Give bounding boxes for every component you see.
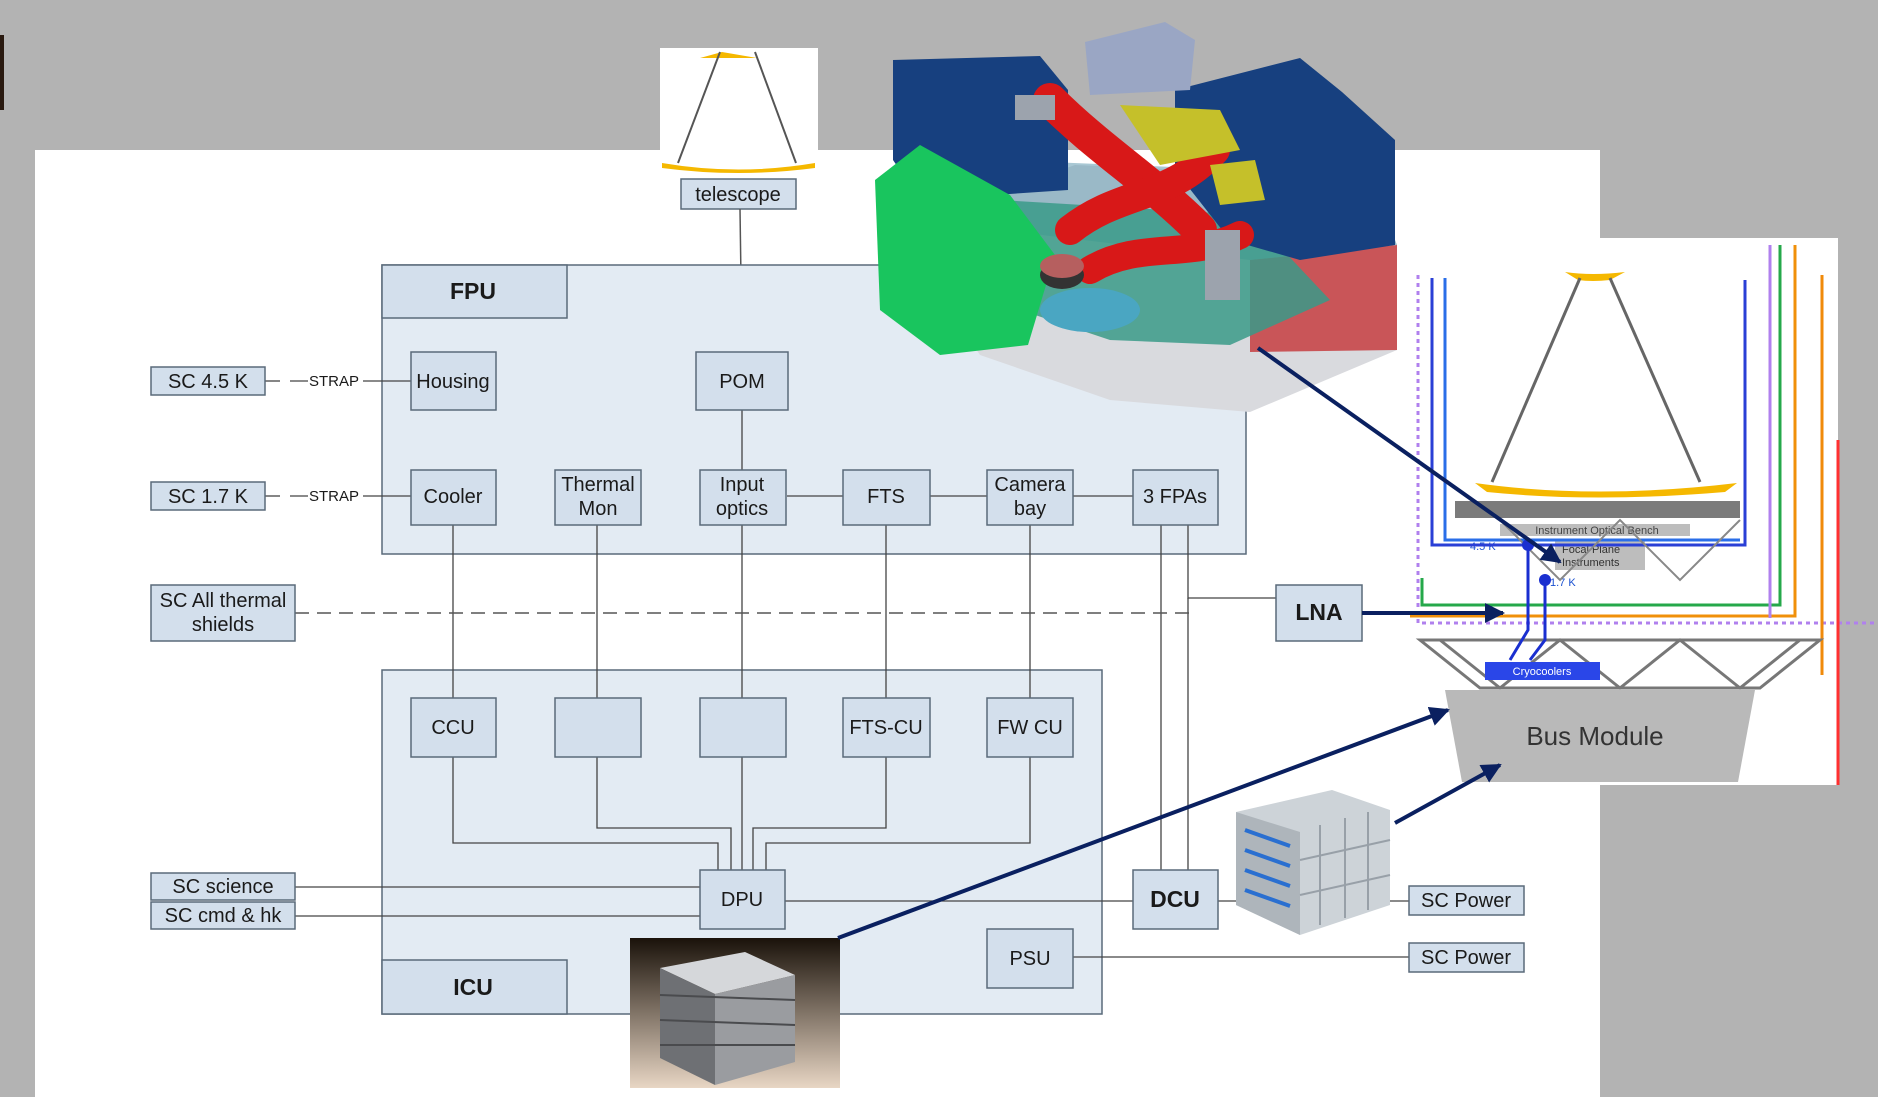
fw-cu-label: FW CU (997, 717, 1063, 739)
lna-box: LNA (1275, 584, 1363, 642)
telescope-icon (660, 48, 818, 173)
lna-label: LNA (1295, 599, 1342, 625)
fts-box: FTS (842, 469, 931, 526)
fts-cu-label: FTS-CU (849, 717, 922, 739)
inset-fpi-label-2: Instruments (1562, 557, 1620, 569)
sc-thermal-label-2: shields (192, 614, 254, 636)
camera-bay-label-1: Camera (994, 474, 1066, 496)
housing-box: Housing (410, 351, 497, 411)
sc-power-label-2: SC Power (1421, 947, 1511, 969)
instrument-3d-render (875, 22, 1397, 412)
psu-box: PSU (986, 928, 1074, 989)
sc-45k-label: SC 4.5 K (168, 371, 249, 393)
sc-science-label: SC science (172, 876, 273, 898)
inset-bus-label: Bus Module (1526, 721, 1663, 751)
sc-thermal-shields-box: SC All thermal shields (150, 584, 296, 642)
thermal-mon-label-2: Mon (579, 498, 618, 520)
cooler-box: Cooler (410, 469, 497, 526)
sc-cmd-label: SC cmd & hk (165, 905, 283, 927)
strap-label-1: STRAP (309, 373, 359, 390)
icu-title-box (381, 959, 568, 1015)
connector-lines (265, 380, 1409, 958)
cooler-label: Cooler (424, 486, 483, 508)
dpu-box: DPU (699, 869, 786, 930)
sc-17k-box: SC 1.7 K (150, 481, 266, 511)
inset-17k-label: 1.7 K (1550, 577, 1576, 589)
sc-science-box: SC science (150, 872, 296, 901)
fts-cu-box: FTS-CU (842, 697, 931, 758)
telescope-label: telescope (695, 184, 781, 206)
inset-cryo-label: Cryocoolers (1513, 666, 1572, 678)
ccu-box: CCU (410, 697, 497, 758)
strap-label-2: STRAP (309, 488, 359, 505)
fw-cu-box: FW CU (986, 697, 1074, 758)
sc-power-box-1: SC Power (1408, 885, 1525, 916)
thermal-mon-box: Thermal Mon (554, 469, 642, 526)
telescope-box (680, 178, 797, 210)
input-optics-box: Input optics (699, 469, 787, 526)
pom-label: POM (719, 371, 765, 393)
sc-45k-box: SC 4.5 K (150, 366, 266, 396)
dpu-label: DPU (721, 889, 763, 911)
sc-cmd-box: SC cmd & hk (150, 901, 296, 930)
spacecraft-schematic-inset: Instrument Optical Bench Focal Plane Ins… (1410, 238, 1878, 785)
camera-bay-box: Camera bay (986, 469, 1074, 526)
fpu-label: FPU (450, 278, 496, 304)
sc-thermal-label-1: SC All thermal (160, 590, 287, 612)
dcu-box: DCU (1132, 869, 1219, 930)
psu-label: PSU (1009, 948, 1050, 970)
pom-box: POM (695, 351, 789, 411)
fpas-box: 3 FPAs (1132, 469, 1219, 526)
sc-power-label-1: SC Power (1421, 890, 1511, 912)
housing-label: Housing (416, 371, 489, 393)
ccu-label: CCU (431, 717, 474, 739)
dpu-hardware-photo (630, 938, 840, 1088)
fpu-title-box (381, 264, 568, 319)
sc-17k-label: SC 1.7 K (168, 486, 249, 508)
dcu-label: DCU (1150, 886, 1200, 912)
navy-arrows (837, 346, 1562, 940)
dcu-hardware-photo (1236, 790, 1391, 935)
unlabeled-cu-box-2 (699, 697, 787, 758)
input-optics-label-1: Input (720, 474, 765, 496)
fts-label: FTS (867, 486, 905, 508)
icu-label: ICU (453, 974, 493, 1000)
input-optics-label-2: optics (716, 498, 768, 520)
camera-bay-label-2: bay (1014, 498, 1046, 520)
inset-bench-label: Instrument Optical Bench (1535, 525, 1659, 537)
thermal-mon-label-1: Thermal (561, 474, 634, 496)
inset-45k-label: 4.5 K (1470, 541, 1496, 553)
unlabeled-cu-box-1 (554, 697, 642, 758)
sc-power-box-2: SC Power (1408, 942, 1525, 973)
fpas-label: 3 FPAs (1143, 486, 1207, 508)
